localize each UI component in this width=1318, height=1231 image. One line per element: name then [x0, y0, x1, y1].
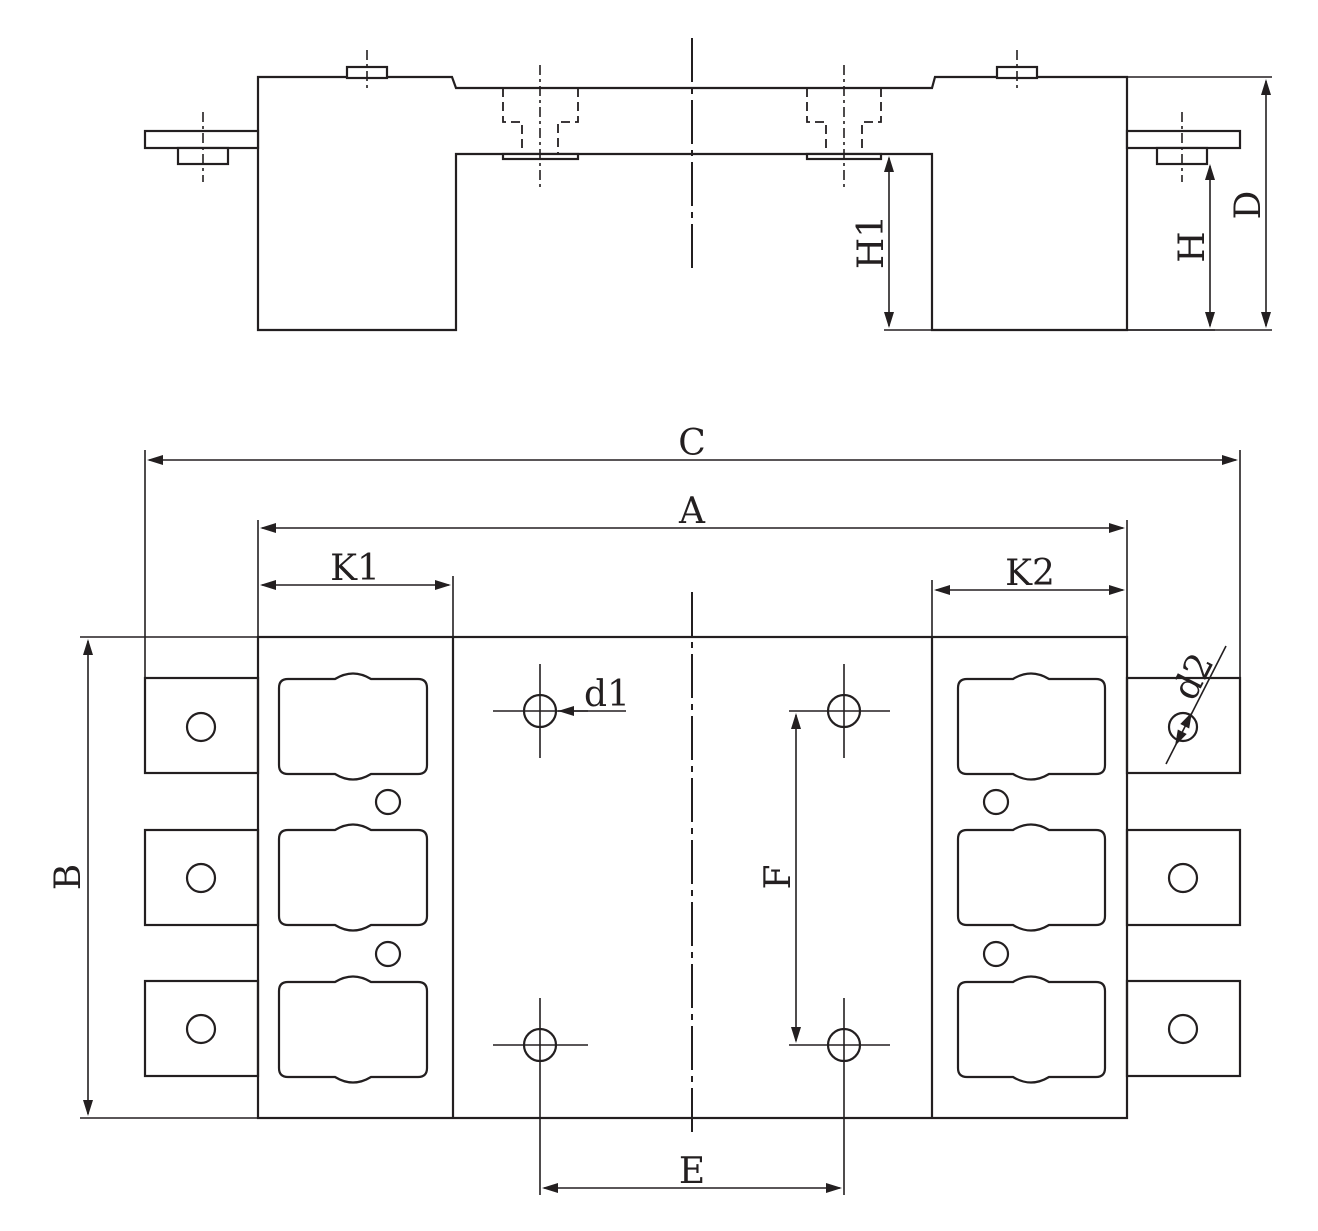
- label-d1: d1: [584, 674, 630, 715]
- right-windows: [956, 672, 1107, 1084]
- right-terminal-plate: [1125, 129, 1242, 150]
- window: [277, 823, 429, 932]
- right-terminals: [1125, 676, 1242, 1078]
- hidden-bolt-right: [806, 88, 882, 154]
- dim-H: H: [1127, 164, 1215, 331]
- dim-C: C: [144, 423, 1241, 678]
- terminal-tab: [143, 979, 260, 1078]
- label-K1: K1: [330, 548, 380, 589]
- dim-D: D: [1127, 76, 1272, 331]
- dim-H1: H1: [851, 153, 932, 331]
- terminal-hole: [1167, 1013, 1199, 1045]
- window: [277, 975, 429, 1084]
- terminal-tab: [143, 676, 260, 775]
- small-hole: [982, 940, 1010, 968]
- window: [277, 672, 429, 781]
- window: [956, 672, 1107, 781]
- label-H: H: [1172, 231, 1213, 262]
- dim-E: E: [542, 1151, 842, 1193]
- terminal-tab: [1125, 828, 1242, 927]
- label-B: B: [48, 864, 89, 890]
- dim-K2: K2: [931, 553, 1125, 637]
- terminal-hole: [1167, 711, 1199, 743]
- label-D: D: [1228, 191, 1269, 220]
- left-windows: [277, 672, 429, 1084]
- small-hole: [374, 940, 402, 968]
- terminal-hole: [185, 1013, 217, 1045]
- mounting-holes: [493, 664, 890, 1195]
- dim-d1: d1: [558, 674, 630, 716]
- terminal-tab: [1125, 979, 1242, 1078]
- dim-F: F: [758, 713, 801, 1043]
- top-view: d1 d2 C A: [48, 423, 1242, 1195]
- terminal-hole: [185, 711, 217, 743]
- window: [956, 975, 1107, 1084]
- label-C: C: [678, 423, 706, 464]
- label-E: E: [679, 1151, 705, 1192]
- dim-B: B: [48, 639, 93, 1116]
- small-hole: [982, 788, 1010, 816]
- terminal-hole: [185, 862, 217, 894]
- dim-d2: d2: [1165, 645, 1227, 765]
- dim-K1: K1: [260, 548, 454, 637]
- left-terminals: [143, 676, 260, 1078]
- dim-A: A: [257, 491, 1128, 637]
- left-terminal-plate: [143, 129, 260, 150]
- label-H1: H1: [851, 215, 892, 269]
- label-F: F: [758, 865, 799, 890]
- side-view: H1 H D: [143, 38, 1272, 332]
- small-hole: [374, 788, 402, 816]
- terminal-tab: [1125, 676, 1242, 775]
- label-K2: K2: [1005, 553, 1055, 594]
- label-d2: d2: [1165, 647, 1222, 707]
- terminal-tab: [143, 828, 260, 927]
- window: [956, 823, 1107, 932]
- terminal-hole: [1167, 862, 1199, 894]
- hidden-bolt-left: [502, 88, 579, 154]
- label-A: A: [678, 491, 706, 532]
